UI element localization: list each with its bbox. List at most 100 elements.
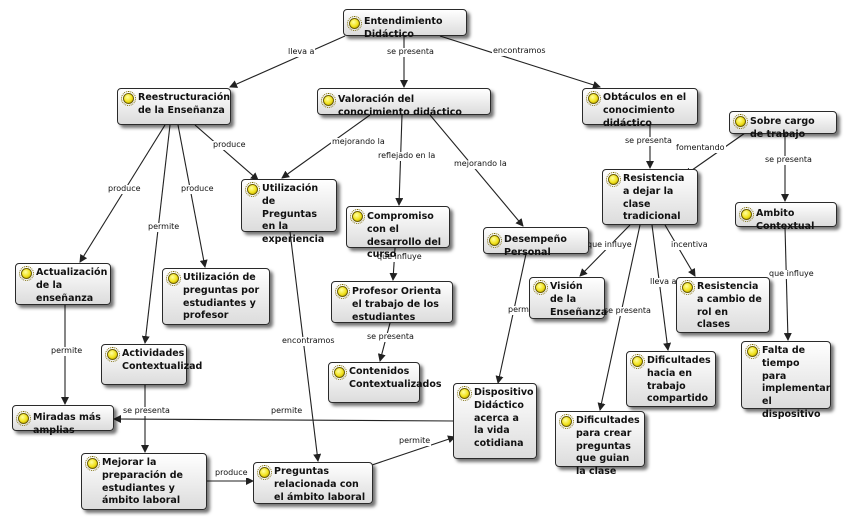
- link-label: permite: [507, 305, 541, 315]
- edge-entendimiento-reestructuracion: [229, 35, 346, 88]
- edge-reestructuracion-utilizacion-est: [177, 124, 208, 268]
- edge-valoracion-desempeno: [429, 114, 524, 227]
- link-label: encontramos: [281, 336, 336, 346]
- node-valoracion[interactable]: Valoración del conocimiento didáctico: [317, 88, 491, 118]
- link-label: produce: [214, 468, 249, 478]
- lightbulb-icon: [559, 414, 574, 429]
- node-resistencia-cambio[interactable]: Resistencia a cambio de rol en clases: [676, 277, 770, 333]
- edge-resistencia-resistencia-cambio: [664, 224, 696, 277]
- lightbulb-icon: [630, 354, 645, 369]
- lightbulb-icon: [533, 280, 548, 295]
- node-falta-tiempo[interactable]: Falta de tiempo para implementar el disp…: [741, 341, 831, 420]
- node-label: Ambito Contextual: [756, 208, 815, 232]
- node-dificultades-trabajo[interactable]: Dificultades hacia en trabajo compartido: [626, 351, 716, 407]
- edge-entendimiento-obstaculos: [439, 35, 601, 89]
- link-label: que influye: [586, 240, 633, 250]
- edge-utilizacion-exp-preguntas: [289, 231, 322, 462]
- lightbulb-icon: [586, 91, 601, 106]
- link-label: incentiva: [670, 240, 709, 250]
- edge-ambito-falta: [783, 226, 792, 341]
- lightbulb-icon: [85, 456, 100, 471]
- node-actualizacion[interactable]: Actualización de la enseñanza: [15, 263, 111, 305]
- node-dificultades-preguntas[interactable]: Dificultades para crear preguntas que gu…: [555, 411, 645, 477]
- edge-reestructuracion-actividades: [141, 124, 171, 344]
- link-label: se presenta: [386, 47, 435, 57]
- node-mejorar[interactable]: Mejorar la preparación de estudiantes y …: [81, 453, 207, 510]
- link-label: que influye: [376, 252, 423, 262]
- link-label: mejorando la: [331, 137, 386, 147]
- node-vision[interactable]: Visión de la Enseñanza: [529, 277, 608, 319]
- lightbulb-icon: [347, 16, 362, 31]
- lightbulb-icon: [487, 233, 502, 248]
- lightbulb-icon: [350, 209, 365, 224]
- node-label: Profesor Orienta el trabajo de los estud…: [352, 286, 442, 323]
- lightbulb-icon: [16, 411, 31, 426]
- lightbulb-icon: [19, 266, 34, 281]
- edge-desempeno-dispositivo: [495, 253, 527, 384]
- link-label: permite: [50, 346, 84, 356]
- edge-valoracion-utilizacion-exp: [281, 114, 371, 179]
- link-label: produce: [107, 184, 142, 194]
- node-label: Valoración del conocimiento didáctico: [338, 94, 462, 118]
- lightbulb-icon: [739, 207, 754, 222]
- node-profesor-orienta[interactable]: Profesor Orienta el trabajo de los estud…: [331, 281, 453, 323]
- link-label: se presenta: [624, 136, 673, 146]
- link-label: se presenta: [122, 406, 171, 416]
- node-label: Utilización de Preguntas en la experienc…: [262, 183, 325, 246]
- node-label: Mejorar la preparación de estudiantes y …: [102, 457, 183, 507]
- lightbulb-icon: [245, 182, 260, 197]
- node-desempeno[interactable]: Desempeño Personal: [483, 227, 589, 258]
- lightbulb-icon: [332, 365, 347, 380]
- link-label: permite: [398, 436, 432, 446]
- node-label: Compromiso con el desarrollo del curso: [367, 211, 442, 261]
- lightbulb-icon: [335, 284, 350, 299]
- edge-sobrecargo-resistencia: [684, 132, 746, 176]
- link-label: produce: [180, 184, 215, 194]
- node-label: Actualización de la enseñanza: [36, 267, 108, 304]
- node-miradas[interactable]: Miradas más amplias: [12, 405, 114, 436]
- node-label: Entendimiento Didáctico: [364, 16, 443, 40]
- node-label: Contenidos Contextualizados: [349, 366, 442, 390]
- node-label: Visión de la Enseñanza: [550, 281, 608, 318]
- node-label: Dificultades hacia en trabajo compartido: [647, 355, 711, 405]
- node-utilizacion-estudiantes[interactable]: Utilización de preguntas por estudiantes…: [162, 268, 270, 325]
- node-ambito-contextual[interactable]: Ambito Contextual: [735, 202, 837, 232]
- lightbulb-icon: [457, 386, 472, 401]
- lightbulb-icon: [166, 271, 181, 286]
- node-entendimiento-didactico[interactable]: Entendimiento Didáctico: [343, 9, 467, 40]
- node-label: Actividades Contextualizad: [122, 348, 203, 372]
- node-label: Desempeño Personal: [504, 234, 567, 258]
- lightbulb-icon: [321, 93, 336, 108]
- edge-resistencia-dificultades-preguntas: [597, 224, 641, 411]
- link-label: permite: [147, 222, 181, 232]
- node-preguntas-relacionada[interactable]: Preguntas relacionada con el ámbito labo…: [253, 462, 373, 504]
- node-contenidos[interactable]: Contenidos Contextualizados: [328, 362, 442, 403]
- node-reestructuracion[interactable]: Reestructuración de la Enseñanza: [117, 88, 231, 125]
- node-actividades[interactable]: Actividades Contextualizad: [101, 344, 203, 385]
- lightbulb-icon: [733, 114, 748, 129]
- node-sobre-cargo[interactable]: Sobre cargo de trabajo: [729, 111, 837, 140]
- link-label: se presenta: [366, 332, 415, 342]
- node-label: Falta de tiempo para implementar el disp…: [762, 345, 831, 421]
- node-label: Reestructuración de la Enseñanza: [138, 92, 231, 116]
- edge-dispositivo-miradas: [113, 415, 456, 424]
- node-label: Miradas más amplias: [33, 412, 101, 436]
- node-resistencia-dejar[interactable]: Resistencia a dejar la clase tradicional: [602, 169, 698, 225]
- link-label: fomentando: [675, 143, 726, 153]
- link-label: reflejado en la: [377, 151, 437, 161]
- link-label: encontramos: [492, 46, 547, 56]
- edge-preguntas-dispositivo: [371, 435, 456, 466]
- node-dispositivo[interactable]: Dispositivo Didáctico acerca a la vida c…: [453, 383, 537, 459]
- lightbulb-icon: [105, 347, 120, 362]
- node-utilizacion-experiencia[interactable]: Utilización de Preguntas en la experienc…: [241, 179, 337, 245]
- lightbulb-icon: [745, 344, 760, 359]
- node-label: Resistencia a cambio de rol en clases: [697, 281, 762, 331]
- node-compromiso[interactable]: Compromiso con el desarrollo del curso: [346, 206, 450, 260]
- edge-resistencia-dificultades-trabajo: [651, 224, 672, 351]
- node-label: Utilización de preguntas por estudiantes…: [183, 272, 260, 322]
- node-label: Dispositivo Didáctico acerca a la vida c…: [474, 387, 534, 450]
- link-label: se presenta: [603, 306, 652, 316]
- node-obstaculos[interactable]: Obtáculos en el conocimiento didáctico: [582, 88, 698, 129]
- node-label: Resistencia a dejar la clase tradicional: [623, 173, 685, 223]
